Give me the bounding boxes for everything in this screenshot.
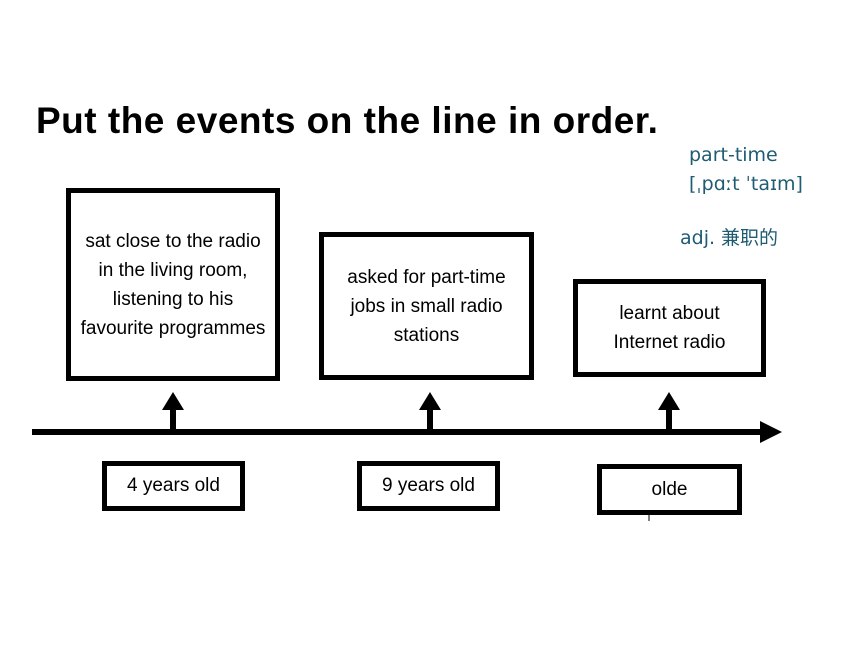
event-text-3: learnt about Internet radio [613,303,726,353]
age-label-2: 9 years old [382,475,475,496]
event-card-3[interactable]: learnt about Internet radio [573,279,766,377]
age-box-2[interactable]: 9 years old [357,461,500,511]
event-card-2[interactable]: asked for part-time jobs in small radio … [319,232,534,380]
event-card-1[interactable]: sat close to the radio in the living roo… [66,188,280,381]
event-text-2: asked for part-time jobs in small radio … [347,266,506,346]
event-pointer-arrowhead-1 [162,392,184,410]
slide-title: Put the events on the line in order. [36,100,659,141]
timeline-arrowhead [760,421,782,443]
event-pointer-arrowhead-3 [658,392,680,410]
vocab-word: part-time [689,144,778,166]
event-pointer-arrowhead-2 [419,392,441,410]
vocab-definition: adj. 兼职的 [680,227,779,249]
age-label-1: 4 years old [127,475,220,496]
event-text-1: sat close to the radio in the living roo… [80,230,266,339]
age-label-3: olde [651,478,688,500]
vocab-phonetic: [ˌpɑːt ˈtaɪm] [689,173,803,195]
age-box-3[interactable]: olde [597,464,742,515]
age-box-1[interactable]: 4 years old [102,461,245,511]
